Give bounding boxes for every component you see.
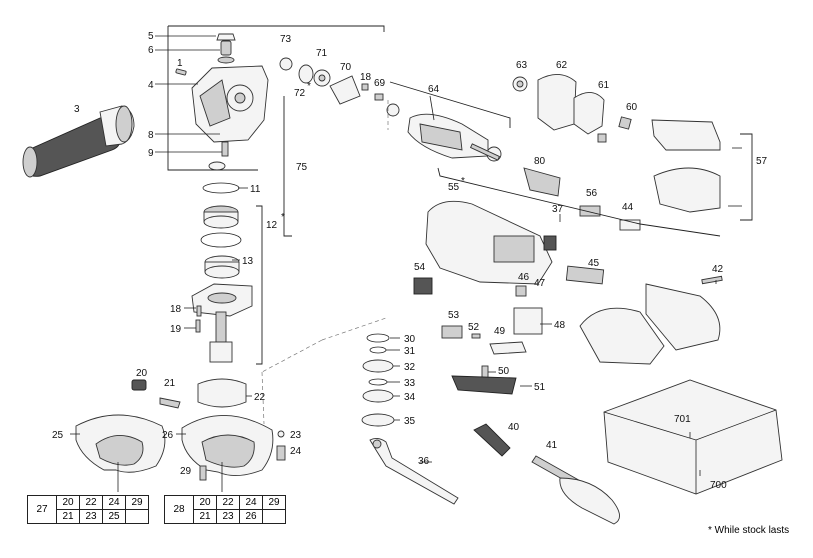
callout-25: 25 <box>52 430 64 441</box>
callout-47: 47 <box>534 278 546 289</box>
callout-69: 69 <box>374 78 386 89</box>
callout-5: 5 <box>148 31 154 42</box>
callout-9: 9 <box>148 148 154 159</box>
callout-18-left: 18 <box>170 304 182 315</box>
callout-44: 44 <box>622 202 634 213</box>
table-cell: 26 <box>239 509 263 524</box>
callout-labels: 3 5 6 1 4 8 9 11 12 * 13 18 19 20 21 22 … <box>52 31 768 491</box>
callout-64: 64 <box>428 84 440 95</box>
table-cell: 20 <box>56 495 80 510</box>
callout-4: 4 <box>148 80 154 91</box>
table-cell: 20 <box>193 495 217 510</box>
callout-60: 60 <box>626 102 638 113</box>
callout-41: 41 <box>546 440 558 451</box>
accessories-part <box>473 379 783 525</box>
callout-46: 46 <box>518 272 530 283</box>
callout-61: 61 <box>598 80 610 91</box>
callout-26: 26 <box>162 430 174 441</box>
callout-62: 62 <box>556 60 568 71</box>
callout-57: 57 <box>756 156 768 167</box>
motor-housing-part <box>413 167 723 395</box>
callout-50: 50 <box>498 366 510 377</box>
table-cell: 22 <box>216 495 240 510</box>
callout-37: 37 <box>552 204 564 215</box>
callout-52: 52 <box>468 322 480 333</box>
table-cell-empty <box>125 509 149 524</box>
table-cell: 29 <box>262 495 286 510</box>
guard-assembly-part <box>75 378 286 481</box>
leader-lines <box>70 25 753 492</box>
callout-56: 56 <box>586 188 598 199</box>
callout-63: 63 <box>516 60 528 71</box>
callout-73: 73 <box>280 34 292 45</box>
callout-49: 49 <box>494 326 506 337</box>
callout-51: 51 <box>534 382 546 393</box>
callout-701: 701 <box>674 414 691 425</box>
callout-1: 1 <box>177 58 183 69</box>
callout-55-asterisk: * <box>461 176 465 187</box>
callout-13: 13 <box>242 256 254 267</box>
callout-22: 22 <box>254 392 266 403</box>
callout-33: 33 <box>404 378 416 389</box>
callout-12: 12 <box>266 220 278 231</box>
table-cell: 23 <box>79 509 103 524</box>
table-cell: 21 <box>56 509 80 524</box>
parts-table-guard-28: 28 20 22 24 29 21 23 26 <box>164 495 286 524</box>
table-cell: 24 <box>239 495 263 510</box>
callout-75: 75 <box>296 162 308 173</box>
callout-3: 3 <box>74 104 80 115</box>
callout-72: 72 <box>294 88 306 99</box>
callout-71: 71 <box>316 48 328 59</box>
table-cell: 23 <box>216 509 240 524</box>
table-cell: 21 <box>193 509 217 524</box>
spindle-stack-part <box>191 182 253 363</box>
footnote: * While stock lasts <box>708 525 790 536</box>
callout-55: 55 <box>448 182 460 193</box>
callout-45: 45 <box>588 258 600 269</box>
callout-54: 54 <box>414 262 426 273</box>
callout-42: 42 <box>712 264 724 275</box>
callout-72-asterisk: * <box>307 81 311 92</box>
table-cell-empty <box>262 509 286 524</box>
callout-80: 80 <box>534 156 546 167</box>
callout-8: 8 <box>148 130 154 141</box>
callout-30: 30 <box>404 334 416 345</box>
callout-20: 20 <box>136 368 148 379</box>
table-cell: 22 <box>79 495 103 510</box>
table-cell: 29 <box>125 495 149 510</box>
callout-40: 40 <box>508 422 520 433</box>
motor-armature-part <box>279 57 721 213</box>
gear-head-part <box>175 33 269 171</box>
callout-24: 24 <box>290 446 302 457</box>
callout-32: 32 <box>404 362 416 373</box>
callout-53: 53 <box>448 310 460 321</box>
callout-6: 6 <box>148 45 154 56</box>
callout-34: 34 <box>404 392 416 403</box>
callout-11: 11 <box>250 184 261 195</box>
callout-12-asterisk: * <box>281 212 285 223</box>
callout-36: 36 <box>418 456 430 467</box>
callout-35: 35 <box>404 416 416 427</box>
parts-table-guard-27: 27 20 22 24 29 21 23 25 <box>27 495 149 524</box>
callout-29: 29 <box>180 466 192 477</box>
callout-23: 23 <box>290 430 302 441</box>
callout-19: 19 <box>170 324 182 335</box>
callout-48: 48 <box>554 320 566 331</box>
callout-70: 70 <box>340 62 352 73</box>
callout-21: 21 <box>164 378 176 389</box>
table-key-cell: 28 <box>164 495 194 524</box>
table-key-cell: 27 <box>27 495 57 524</box>
callout-31: 31 <box>404 346 416 357</box>
callout-700: 700 <box>710 480 727 491</box>
table-cell: 25 <box>102 509 126 524</box>
callout-18-right: 18 <box>360 72 372 83</box>
table-cell: 24 <box>102 495 126 510</box>
side-handle-part <box>22 105 135 178</box>
